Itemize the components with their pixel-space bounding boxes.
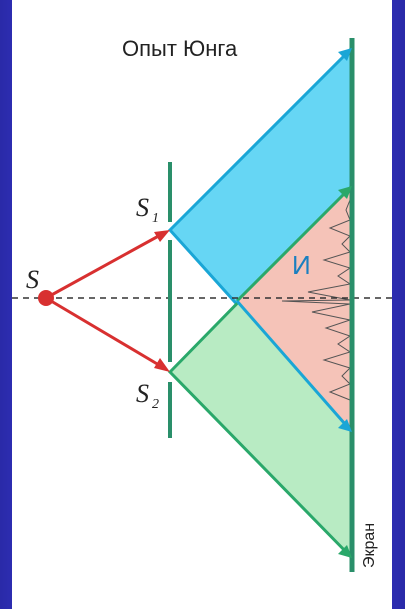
slit1-label: S: [136, 193, 149, 222]
slit2-subscript: 2: [152, 397, 159, 412]
light-source-dot: [38, 290, 54, 306]
arrow-to-s1: [154, 230, 170, 242]
cyan-arrow-bottom: [338, 419, 352, 432]
green-arrow-top: [338, 186, 352, 199]
diagram-canvas: Опыт Юнга S S 1 S 2 И Экран: [12, 0, 392, 609]
slit1-subscript: 1: [152, 211, 159, 226]
slit2-label: S: [136, 379, 149, 408]
ray-to-s2: [45, 296, 165, 370]
screen-label: Экран: [361, 523, 378, 568]
interference-label: И: [292, 250, 311, 280]
interference-region: [237, 186, 352, 432]
young-experiment-diagram: Опыт Юнга S S 1 S 2 И Экран: [12, 36, 392, 572]
diagram-title: Опыт Юнга: [122, 36, 238, 61]
source-label: S: [26, 265, 39, 294]
cyan-arrow-top: [338, 48, 352, 61]
arrow-to-s2: [154, 358, 170, 372]
ray-to-s1: [45, 231, 165, 300]
interference-pattern: [281, 199, 352, 401]
green-arrow-bottom: [338, 545, 352, 558]
